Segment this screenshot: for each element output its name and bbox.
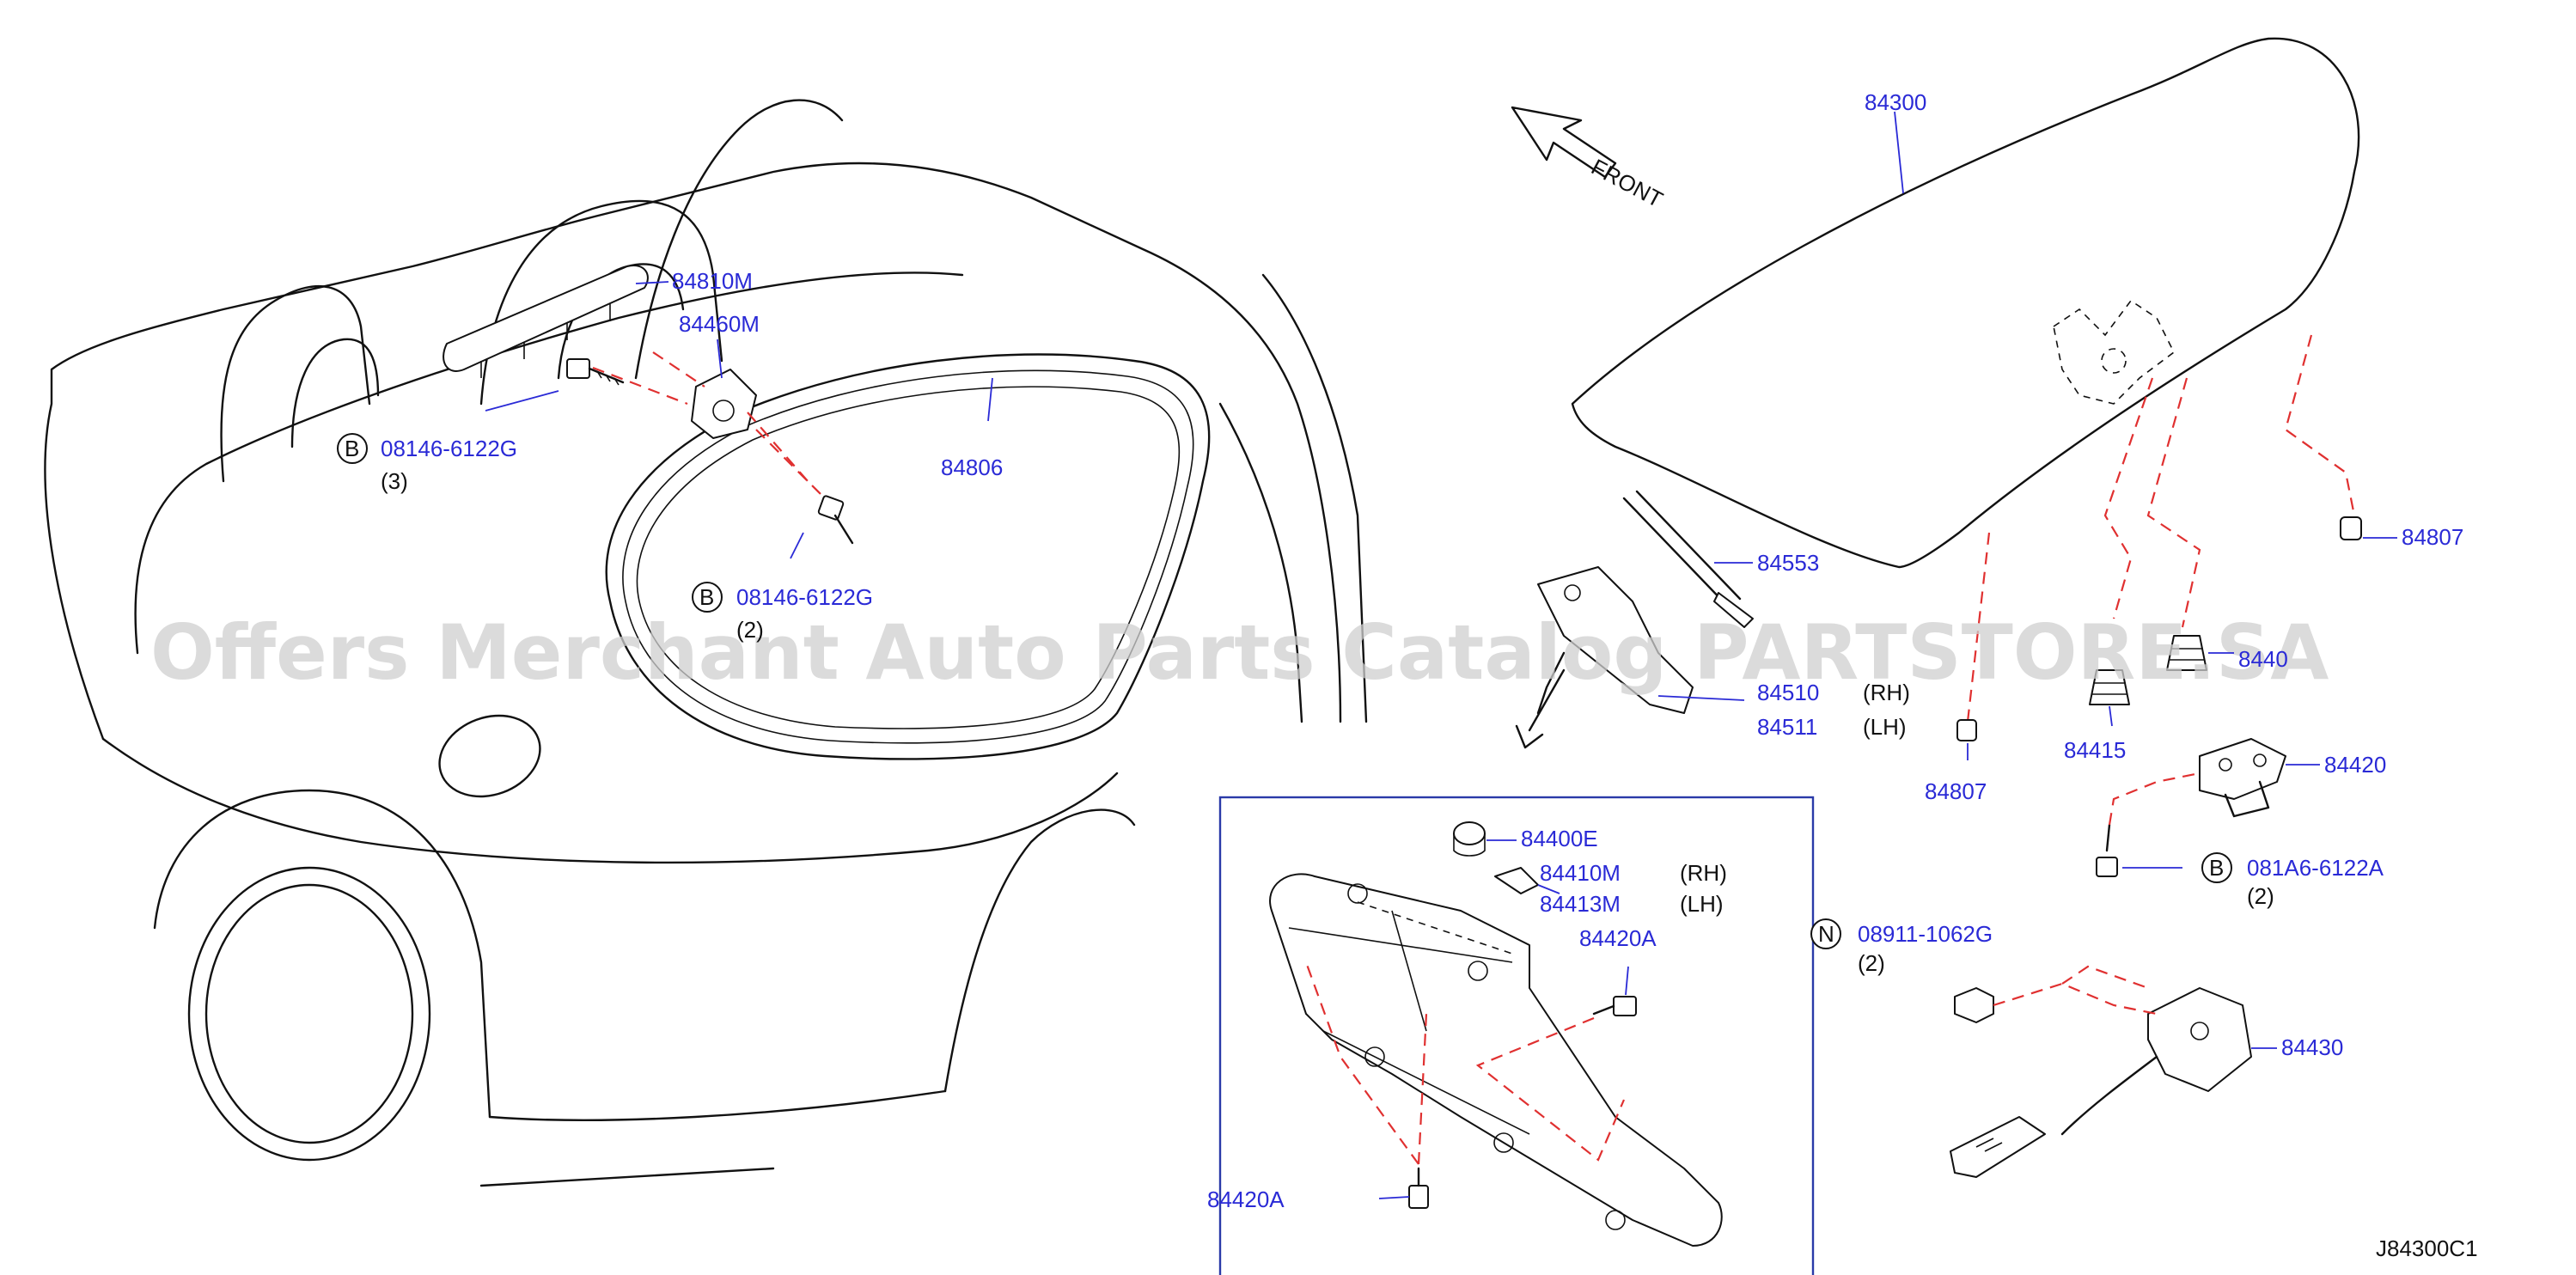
part-label-84400E: 84400E xyxy=(1521,826,1598,851)
stopper-icon xyxy=(2089,669,2130,705)
bolt-icon xyxy=(817,495,854,545)
side-label-lh: (LH) xyxy=(1863,714,1907,740)
cap-icon xyxy=(1453,821,1486,857)
fastener-symbol: B xyxy=(699,584,714,610)
fastener-number: 08146-6122G xyxy=(736,584,873,610)
striker-drawing xyxy=(2199,738,2286,818)
bolt-icon xyxy=(1592,996,1637,1016)
fastener-number: 08911-1062G xyxy=(1858,921,1993,947)
hinge-detail-inset xyxy=(1218,796,1815,1275)
leader-lines xyxy=(485,111,2397,1199)
fastener-qty: (2) xyxy=(2247,883,2274,909)
part-label-84511: 84511 xyxy=(1757,714,1817,740)
fastener-symbol: B xyxy=(345,436,359,461)
part-label-84806: 84806 xyxy=(941,454,1003,480)
trunk-lid-drawing xyxy=(1571,37,2360,723)
gas-strut-drawing xyxy=(1622,490,1754,628)
part-label-84420: 84420 xyxy=(2324,752,2386,778)
fastener-symbol: N xyxy=(1818,921,1834,947)
side-label-rh: (RH) xyxy=(1863,680,1910,705)
part-label-84420A-top: 84420A xyxy=(1579,925,1657,951)
part-label-84460M: 84460M xyxy=(679,311,760,337)
front-arrow-icon xyxy=(1511,106,1617,179)
clip-icon xyxy=(1494,867,1539,894)
fastener-callout-1: B 08146-6122G (3) xyxy=(337,433,517,494)
part-label-84807-right: 84807 xyxy=(2402,524,2463,550)
fastener-symbol: B xyxy=(2209,855,2224,881)
fastener-qty: (3) xyxy=(381,468,408,494)
nut-icon xyxy=(1954,987,1994,1023)
part-label-84300: 84300 xyxy=(1865,89,1926,115)
bolt-icon xyxy=(1408,1167,1429,1209)
part-label-84510: 84510 xyxy=(1757,680,1819,705)
fastener-callout-4: N 08911-1062G (2) xyxy=(1810,918,1993,976)
watermark-text: Offers Merchant Auto Parts Catalog PARTS… xyxy=(150,608,2329,697)
front-direction-label: FRONT xyxy=(1587,154,1667,213)
fastener-number: 081A6-6122A xyxy=(2247,855,2384,881)
fastener-callout-3: B 081A6-6122A (2) xyxy=(2201,852,2384,909)
part-label-84420A-bottom: 84420A xyxy=(1207,1187,1285,1212)
bumper-icon xyxy=(1956,719,1977,741)
bolt-icon xyxy=(2096,823,2118,877)
hinge-drawing xyxy=(1536,566,1694,715)
part-label-84415: 84415 xyxy=(2064,737,2126,763)
part-label-84413M: 84413M xyxy=(1540,891,1621,917)
car-body-drawing xyxy=(44,99,1368,1187)
part-label-84430: 84430 xyxy=(2281,1034,2343,1060)
part-label-8440x: 8440 xyxy=(2238,646,2288,672)
trunk-lock-drawing xyxy=(1950,987,2252,1178)
arrow-icon xyxy=(1515,668,1566,749)
side-label-rh-inset: (RH) xyxy=(1680,860,1727,886)
fastener-number: 08146-6122G xyxy=(381,436,517,461)
part-label-84807-left: 84807 xyxy=(1925,778,1987,804)
stopper-icon xyxy=(2166,635,2207,671)
diagram-id: J84300C1 xyxy=(2376,1235,2478,1261)
part-label-84410M: 84410M xyxy=(1540,860,1621,886)
part-label-84810M: 84810M xyxy=(672,268,753,294)
bumper-icon xyxy=(2340,516,2362,540)
side-label-lh-inset: (LH) xyxy=(1680,891,1724,917)
part-label-84553: 84553 xyxy=(1757,550,1819,576)
fastener-qty: (2) xyxy=(1858,950,1885,976)
bolt-icon xyxy=(566,358,625,386)
fastener-qty: (2) xyxy=(736,617,764,643)
fastener-callout-2: B 08146-6122G (2) xyxy=(692,582,873,643)
